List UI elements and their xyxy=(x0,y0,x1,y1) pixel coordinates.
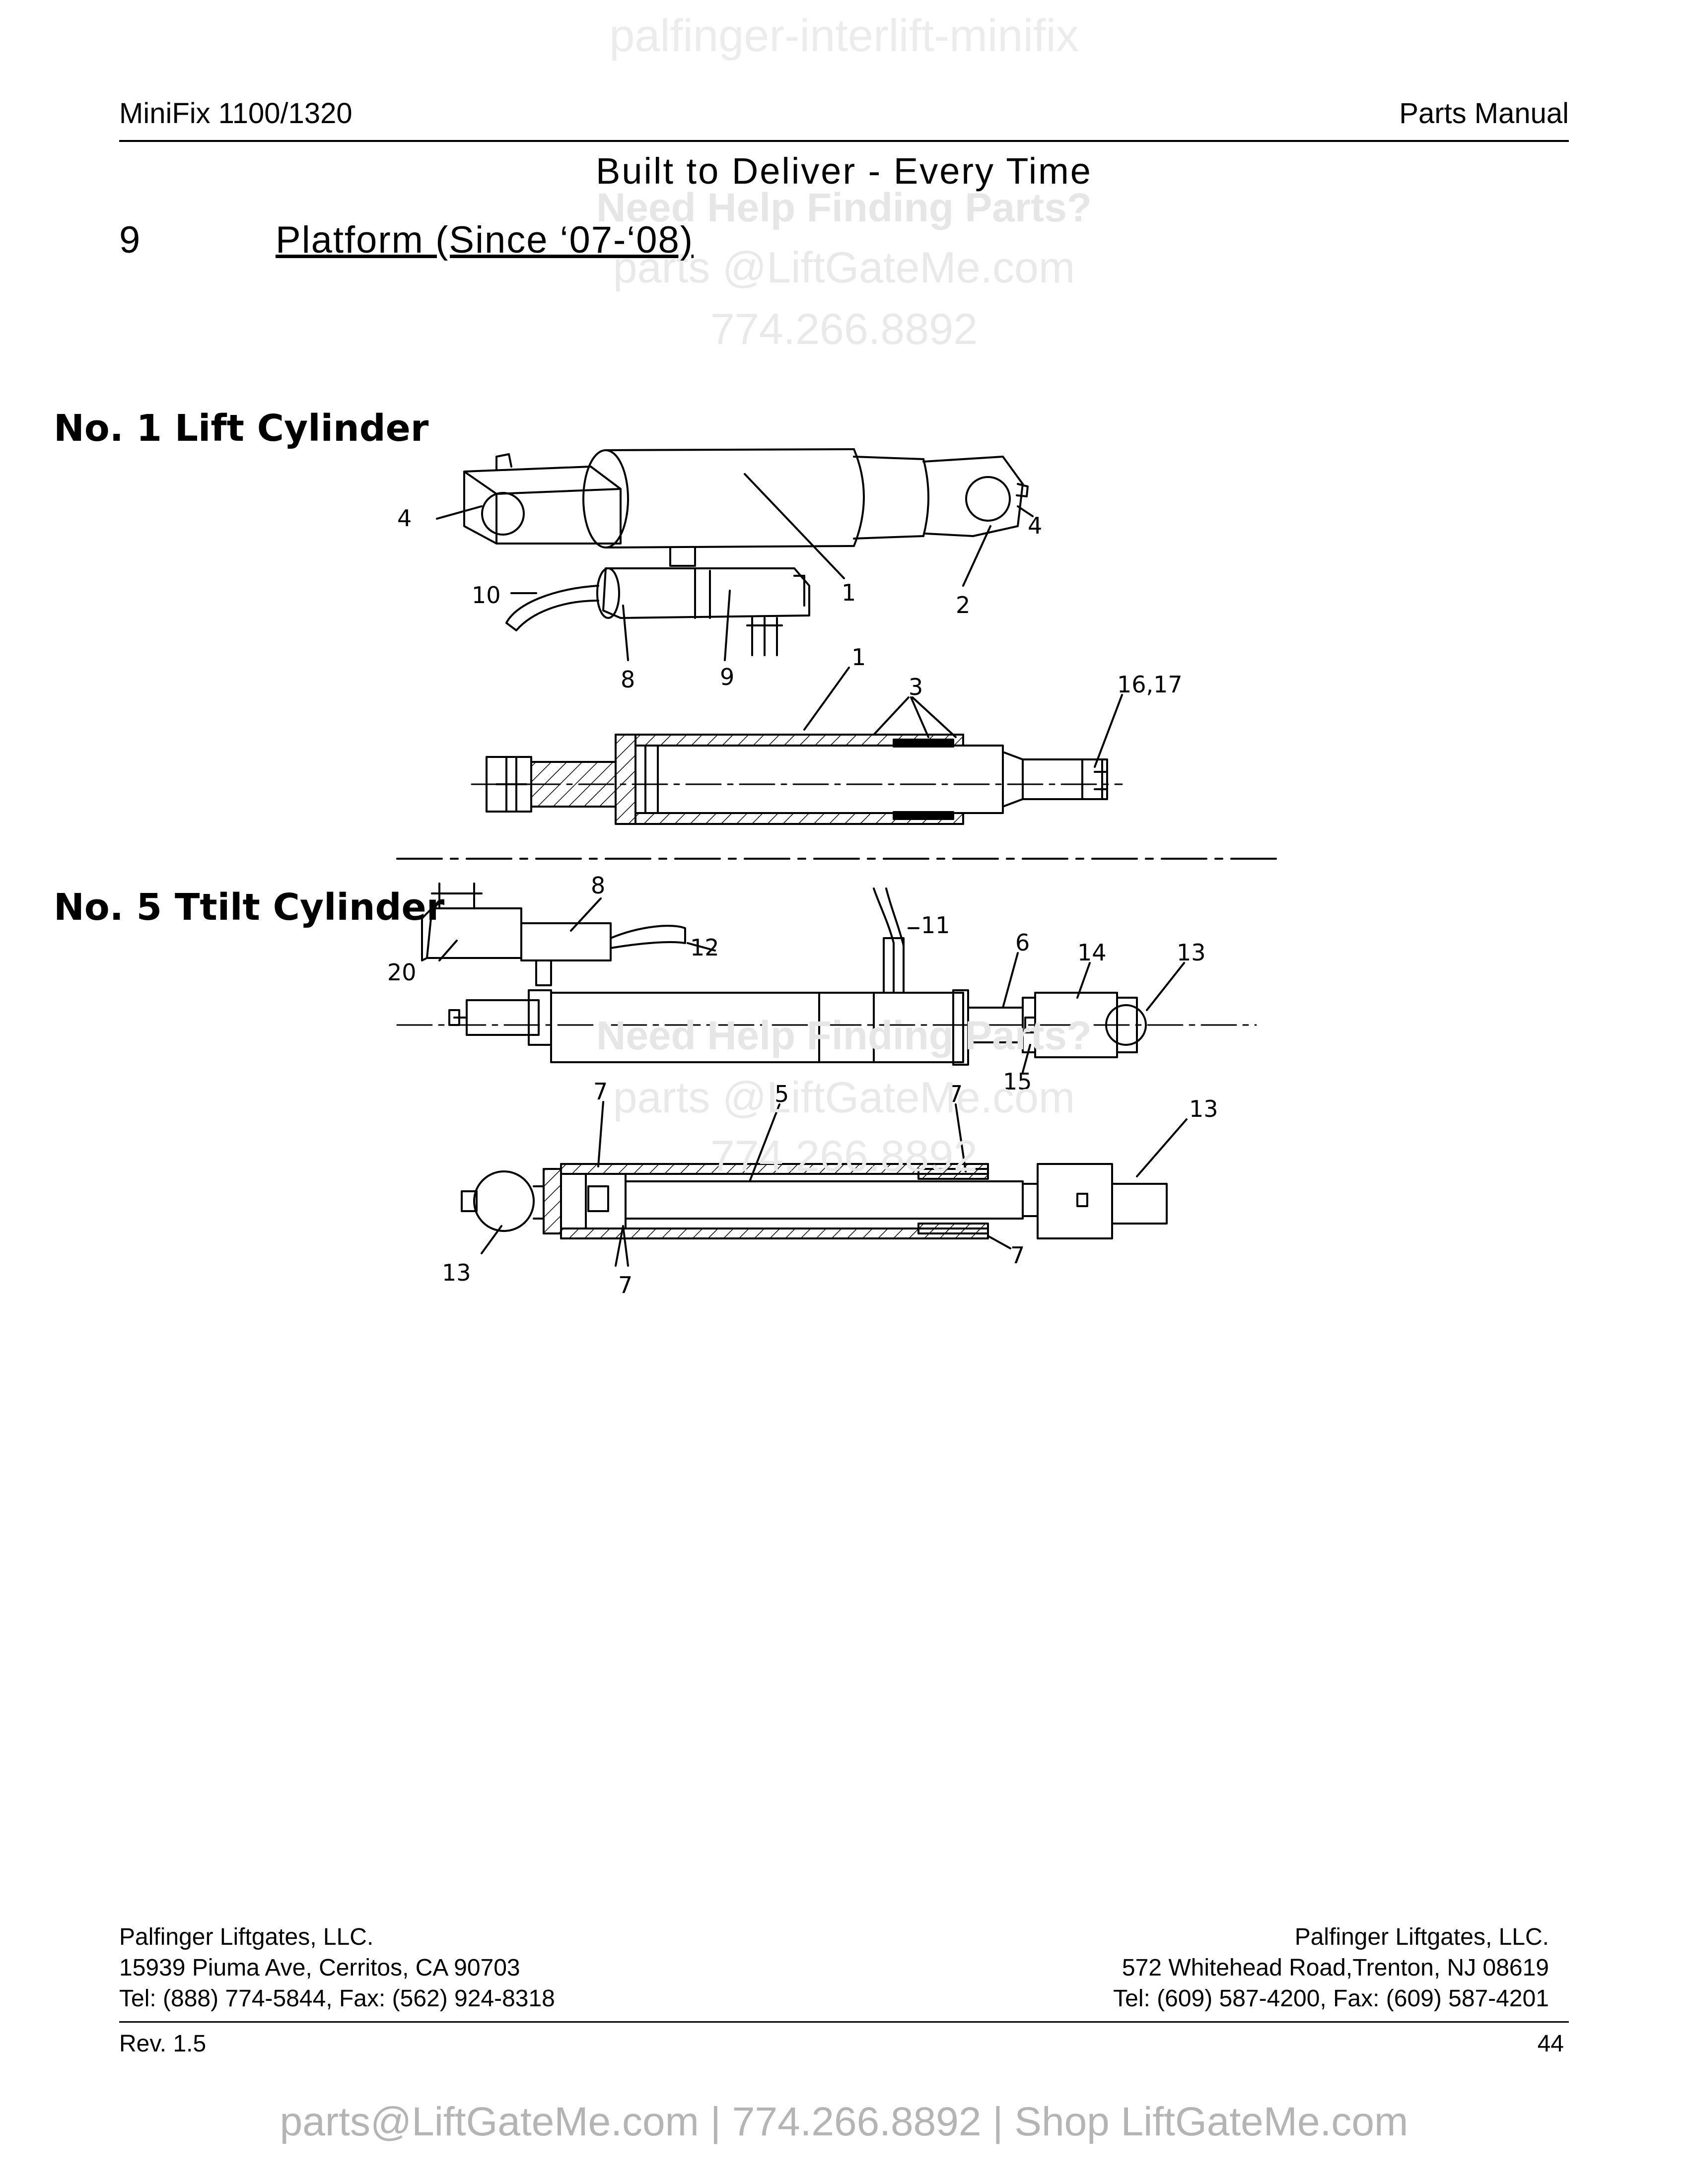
tilt-cylinder-section xyxy=(461,1101,1188,1267)
callout-tilt-7b: 7 xyxy=(948,1081,963,1107)
watermark-phone-mid: 774.266.8892 xyxy=(710,1131,978,1180)
watermark-email: parts @LiftGateMe.com xyxy=(613,243,1075,292)
callout-tilt-5: 5 xyxy=(774,1081,789,1107)
callout-tilt-13b: 13 xyxy=(1189,1095,1218,1122)
callout-lift-10: 10 xyxy=(472,582,501,609)
watermark-help-text: Need Help Finding Parts? xyxy=(596,185,1092,230)
watermark-top: palfinger-interlift-minifix xyxy=(609,10,1079,61)
callout-lift-4a: 4 xyxy=(397,505,412,532)
footer-right-company: Palfinger Liftgates, LLC. xyxy=(1294,1924,1549,1950)
subsection-tilt-cylinder-title: No. 5 Ttilt Cylinder xyxy=(54,886,445,929)
footer-left-address-block: Palfinger Liftgates, LLC. 15939 Piuma Av… xyxy=(119,1922,555,2014)
callout-lift-2: 2 xyxy=(956,592,970,618)
callout-tilt-7d: 7 xyxy=(618,1272,633,1298)
callout-tilt-11: 11 xyxy=(921,912,950,939)
watermark-email-mid: parts @LiftGateMe.com xyxy=(613,1073,1075,1122)
callout-lift-4b: 4 xyxy=(1028,512,1042,539)
callout-lift-9: 9 xyxy=(720,664,734,690)
page-number: 44 xyxy=(1537,2031,1564,2057)
section-number: 9 xyxy=(119,219,141,261)
revision-label: Rev. 1.5 xyxy=(119,2031,207,2057)
lift-cylinder-section xyxy=(471,667,1123,825)
header-rule xyxy=(119,140,1569,142)
callout-lift-3: 3 xyxy=(909,674,923,700)
footer-left-company: Palfinger Liftgates, LLC. xyxy=(119,1924,374,1950)
callout-lift-16-17: 16,17 xyxy=(1117,671,1183,698)
footer-right-address: 572 Whitehead Road,Trenton, NJ 08619 xyxy=(1122,1955,1549,1981)
subsection-lift-cylinder-title: No. 1 Lift Cylinder xyxy=(54,407,429,450)
footer-right-address-block: Palfinger Liftgates, LLC. 572 Whitehead … xyxy=(1113,1922,1549,2014)
callout-tilt-7c: 7 xyxy=(1010,1242,1025,1269)
callout-tilt-7a: 7 xyxy=(593,1078,608,1105)
callout-lift-1b: 1 xyxy=(851,644,866,671)
callout-tilt-13a: 13 xyxy=(1177,939,1206,966)
watermark-phone: 774.266.8892 xyxy=(710,304,978,353)
tagline: Built to Deliver - Every Time xyxy=(596,150,1092,192)
footer-left-contact: Tel: (888) 774-5844, Fax: (562) 924-8318 xyxy=(119,1985,555,2012)
callout-tilt-6: 6 xyxy=(1015,929,1030,956)
tilt-cylinder-perspective xyxy=(396,883,1257,1073)
header-manual-type: Parts Manual xyxy=(1399,97,1569,130)
callout-lift-1a: 1 xyxy=(842,579,856,606)
footer-right-contact: Tel: (609) 587-4200, Fax: (609) 587-4201 xyxy=(1113,1985,1549,2012)
header-model: MiniFix 1100/1320 xyxy=(119,97,352,130)
callout-tilt-14: 14 xyxy=(1077,939,1107,966)
callout-tilt-8: 8 xyxy=(591,872,605,899)
section-title: Platform (Since ‘07-‘08) xyxy=(276,219,694,261)
callout-tilt-12: 12 xyxy=(690,934,719,961)
lift-cylinder-perspective xyxy=(436,448,1034,661)
callout-tilt-13c: 13 xyxy=(442,1259,471,1286)
promo-contact-line: parts@LiftGateMe.com | 774.266.8892 | Sh… xyxy=(280,2099,1408,2144)
callout-tilt-15: 15 xyxy=(1003,1068,1032,1095)
callout-tilt-20: 20 xyxy=(387,959,417,986)
footer-left-address: 15939 Piuma Ave, Cerritos, CA 90703 xyxy=(119,1955,520,1981)
footer-rule xyxy=(119,2021,1569,2023)
callout-lift-8: 8 xyxy=(621,666,635,693)
watermark-help-text-mid: Need Help Finding Parts? xyxy=(596,1013,1092,1058)
